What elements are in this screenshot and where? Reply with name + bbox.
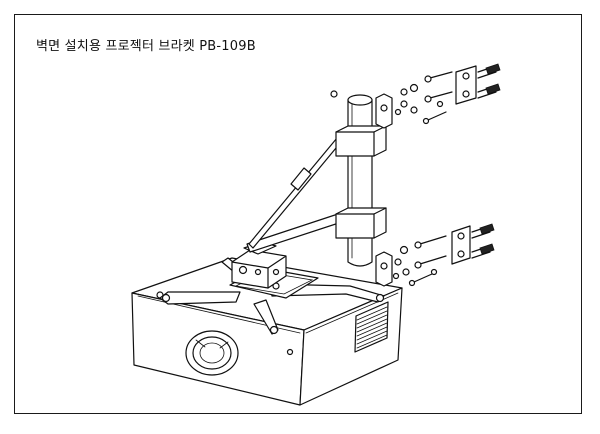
projector-lens [185, 330, 239, 376]
extension-arm [246, 137, 349, 253]
vent-grille [354, 301, 389, 353]
page-title: 벽면 설치용 프로젝터 브라켓 PB-109B [36, 39, 256, 54]
lower-clamp [335, 207, 393, 287]
lower-wall-hardware [392, 223, 495, 287]
upper-wall-hardware [330, 63, 501, 125]
vertical-pole [347, 94, 373, 267]
upper-clamp [335, 93, 393, 157]
